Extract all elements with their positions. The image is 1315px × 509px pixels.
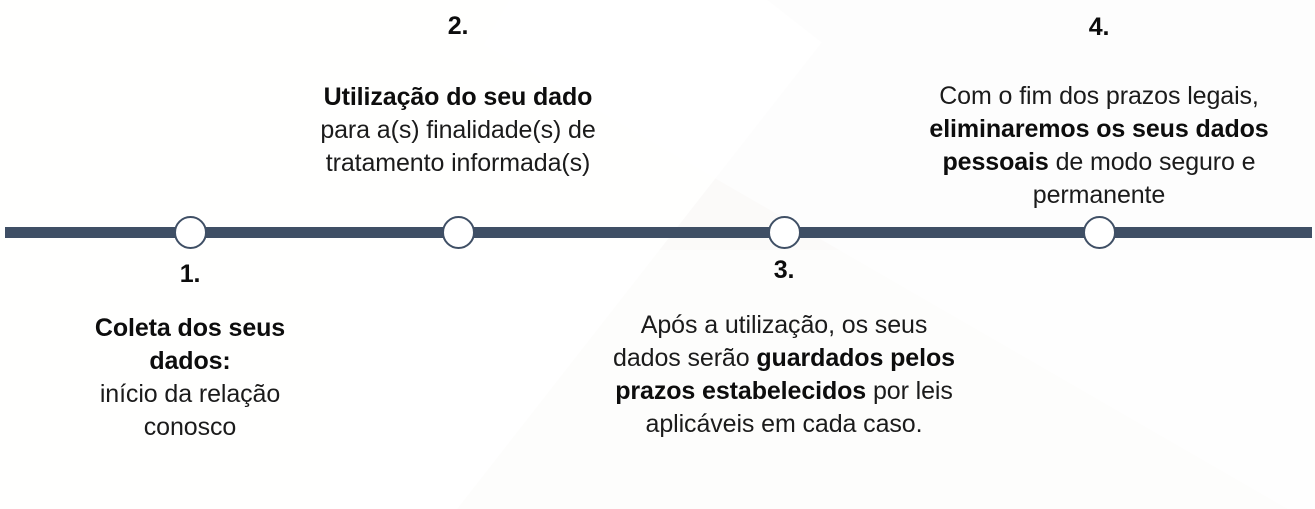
- step-2-number: 2.: [447, 12, 469, 40]
- timeline-step-4: 4. Com o fim dos prazos legais, eliminar…: [900, 15, 1298, 212]
- step-4-segment-3: de modo seguro e permanente: [1032, 148, 1256, 209]
- step-4-description: Com o fim dos prazos legais, eliminaremo…: [900, 80, 1298, 212]
- timeline-axis-line: [5, 226, 1312, 238]
- step-3-segment-1: Após a utilização, os seus dados serão: [613, 311, 928, 372]
- timeline-step-2: 2. Utilização do seu dado para a(s) fina…: [293, 14, 623, 180]
- timeline-step-3: 3. Após a utilização, os seus dados serã…: [604, 258, 964, 441]
- step-1-regular-line-1: início da relação: [99, 380, 281, 408]
- step-1-description: Coleta dos seus dados: início da relação…: [40, 312, 340, 444]
- timeline-node-1[interactable]: [173, 215, 207, 249]
- step-1-number: 1.: [179, 260, 201, 288]
- step-4-segment-2: eliminaremos os seus dados pessoais: [929, 115, 1269, 176]
- timeline-node-4[interactable]: [1082, 215, 1116, 249]
- step-3-number: 3.: [773, 256, 795, 284]
- step-3-segment-3: por leis aplicáveis em cada caso.: [645, 377, 953, 438]
- step-2-description: Utilização do seu dado para a(s) finalid…: [293, 81, 623, 180]
- step-1-regular-line-2: conosco: [143, 413, 237, 441]
- timeline-node-2[interactable]: [441, 215, 475, 249]
- step-3-description: Após a utilização, os seus dados serão g…: [604, 309, 964, 441]
- step-4-number: 4.: [1088, 13, 1110, 41]
- step-1-bold-line-2: dados:: [149, 347, 231, 375]
- step-4-segment-1: Com o fim dos prazos legais,: [939, 82, 1259, 110]
- step-3-segment-2: guardados pelos prazos estabelecidos: [615, 344, 955, 405]
- timeline-node-3[interactable]: [767, 215, 801, 249]
- step-2-regular-line-1: para a(s) finalidade(s) de: [320, 116, 596, 144]
- step-2-bold-line-1: Utilização do seu dado: [323, 83, 593, 111]
- timeline-step-1: 1. Coleta dos seus dados: início da rela…: [40, 262, 340, 444]
- step-1-bold-line-1: Coleta dos seus: [94, 314, 286, 342]
- step-2-regular-line-2: tratamento informada(s): [325, 149, 591, 177]
